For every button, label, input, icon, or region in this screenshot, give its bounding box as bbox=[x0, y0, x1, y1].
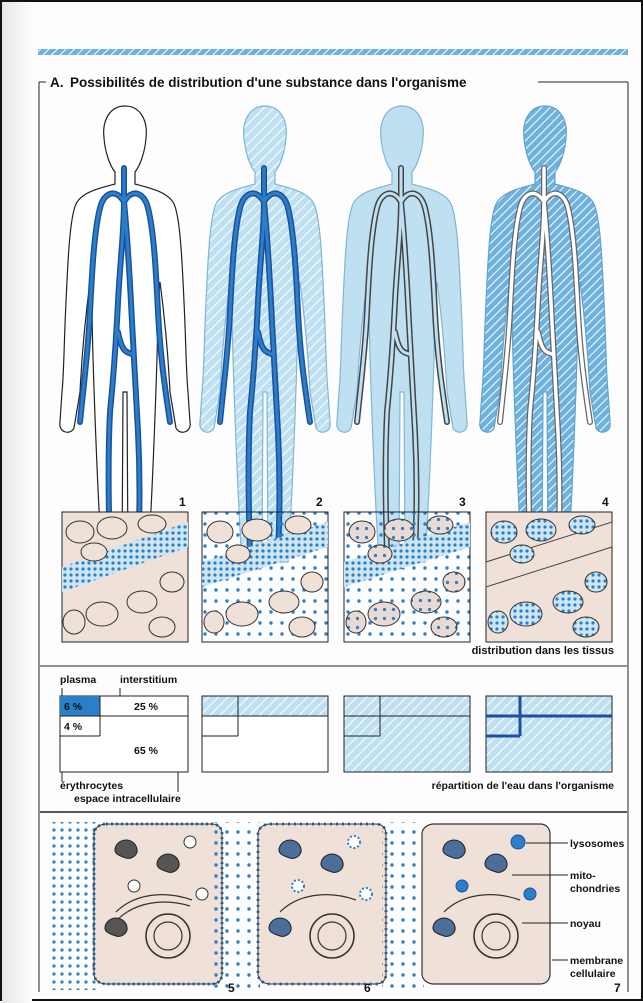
extracellular-dots-5 bbox=[48, 822, 96, 990]
figure-number-1: 1 bbox=[179, 495, 186, 509]
tissue-panel-1 bbox=[62, 512, 188, 642]
cell-panel-6 bbox=[258, 824, 386, 984]
tissue-caption: distribution dans les tissus bbox=[472, 645, 614, 657]
section-title: Possibilités de distribution d'une subst… bbox=[70, 75, 467, 90]
tissue-panel-3 bbox=[344, 512, 470, 642]
label-lysosomes: lysosomes bbox=[570, 838, 624, 850]
label-mitochondries-1: mito- bbox=[570, 870, 596, 882]
body-figure-2 bbox=[200, 106, 330, 562]
extracellular-dots-6 bbox=[212, 822, 260, 990]
plasma-label: plasma bbox=[60, 674, 96, 686]
label-membrane-2: cellulaire bbox=[570, 968, 616, 980]
figure-number-4: 4 bbox=[602, 495, 609, 509]
erythrocytes-label: érythrocytes bbox=[60, 780, 123, 792]
interstitium-value: 25 % bbox=[134, 701, 159, 713]
water-caption: répartition de l'eau dans l'organisme bbox=[432, 780, 615, 792]
extracellular-dots-7 bbox=[382, 822, 424, 990]
body-figure-4 bbox=[480, 106, 610, 562]
cell-panel-7 bbox=[422, 824, 550, 984]
interstitium-label: interstitium bbox=[120, 674, 177, 686]
tissue-panel-2 bbox=[202, 512, 328, 642]
tissue-panel-4 bbox=[486, 512, 612, 642]
label-noyau: noyau bbox=[570, 918, 601, 930]
intracellular-label: espace intracellulaire bbox=[74, 793, 181, 805]
label-mitochondries-2: chondries bbox=[570, 883, 620, 895]
header-stripe bbox=[38, 49, 628, 55]
figure-number-3: 3 bbox=[459, 495, 466, 509]
water-box-2 bbox=[202, 696, 328, 772]
water-box-3 bbox=[344, 696, 470, 772]
cell-number-7: 7 bbox=[614, 981, 621, 995]
plasma-value: 6 % bbox=[64, 701, 83, 713]
cell-number-6: 6 bbox=[364, 981, 371, 995]
cell-panel-5 bbox=[94, 824, 222, 984]
figure-number-2: 2 bbox=[316, 495, 323, 509]
body-figure-3 bbox=[337, 106, 467, 562]
intracellular-value: 65 % bbox=[134, 745, 159, 757]
erythrocytes-value: 4 % bbox=[64, 721, 83, 733]
section-letter: A. bbox=[50, 75, 64, 90]
water-box-4 bbox=[486, 696, 612, 772]
body-figure-1 bbox=[60, 106, 190, 562]
label-membrane-1: membrane bbox=[570, 955, 623, 967]
